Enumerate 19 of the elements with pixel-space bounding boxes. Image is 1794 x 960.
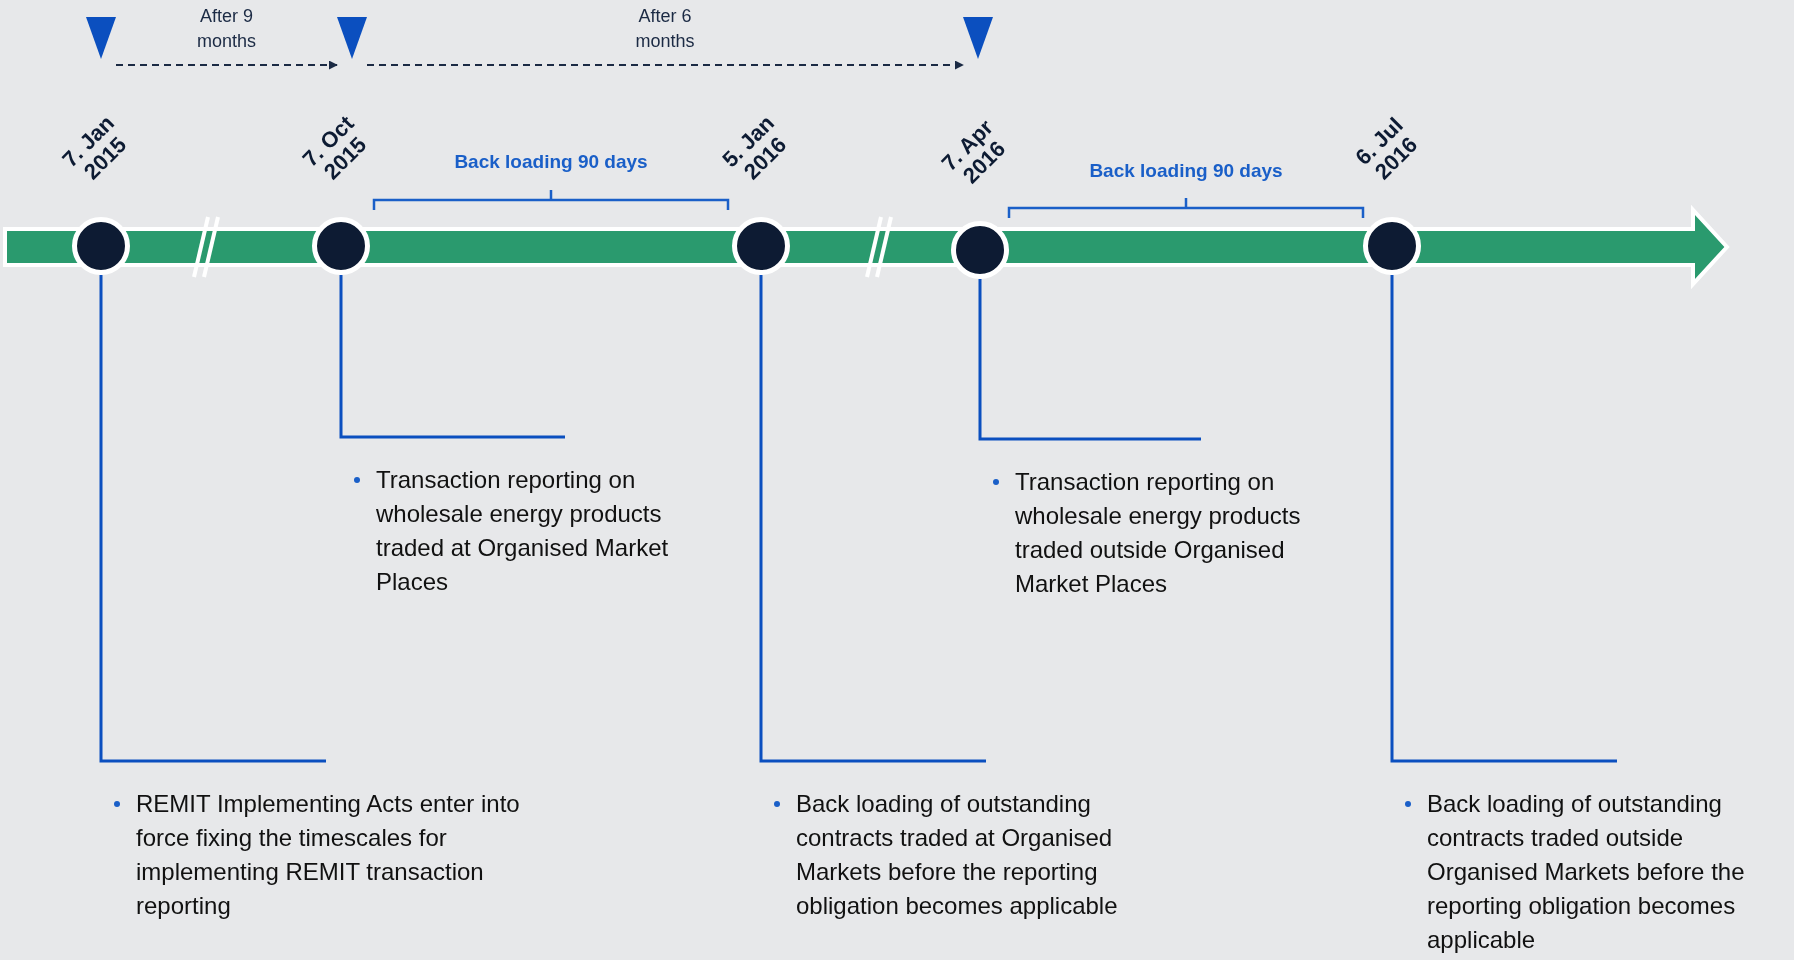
edge-label: After 6 months bbox=[634, 5, 696, 53]
bracket-label: Back loading 90 days bbox=[1088, 159, 1284, 183]
leader-line bbox=[978, 279, 1201, 441]
bracket-label: Back loading 90 days bbox=[453, 150, 649, 174]
description-text: Back loading of outstanding contracts traded at Organised Markets before the reporting obligation becomes applicable bbox=[796, 789, 1119, 921]
milestone-marker bbox=[86, 17, 116, 59]
leader-line bbox=[339, 275, 565, 439]
milestone-marker bbox=[337, 17, 367, 59]
description-text: Transaction reporting on wholesale energy products traded outside Organised Market Places bbox=[1015, 467, 1302, 599]
leader-line bbox=[1390, 275, 1617, 763]
edge-label: After 9 months bbox=[196, 5, 257, 53]
description-text: REMIT Implementing Acts enter into force fixing the timescales for implementing REMIT transaction reporting bbox=[136, 789, 521, 921]
dashed-arrow bbox=[366, 60, 964, 70]
leader-line bbox=[759, 275, 986, 763]
milestone-marker bbox=[963, 17, 993, 59]
description-text: Back loading of outstanding contracts traded outside Organised Markets before the reporting obligation becomes applicable bbox=[1427, 789, 1746, 955]
description-text: Transaction reporting on wholesale energy products traded at Organised Market Places bbox=[376, 465, 670, 597]
leader-line bbox=[99, 275, 326, 763]
dashed-arrow bbox=[115, 60, 338, 70]
